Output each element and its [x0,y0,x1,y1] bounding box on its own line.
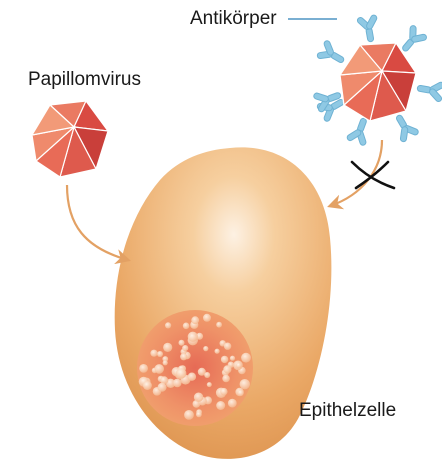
nucleus-bubble [191,316,199,324]
nucleus-bubble [220,388,227,395]
infection-arrow [67,185,128,260]
nucleus-bubble [204,372,210,378]
nucleus-bubble [182,345,188,351]
nucleus-bubble [154,364,164,374]
antibody-icon [415,77,442,103]
antibody-label: Antikörper [190,9,277,28]
nucleus-bubble [180,353,187,360]
nucleus-bubble [157,351,163,357]
nucleus-bubble [207,382,212,387]
papillomavirus-label: Papillomvirus [28,70,141,89]
nucleus-bubble [163,343,172,352]
nucleus-bubble [183,323,190,330]
nucleus-bubble [230,356,235,361]
nucleus-bubble [173,379,182,388]
nucleus-bubble [188,373,196,381]
nucleus-bubble [184,410,194,420]
antibody-coated-virus-icon [311,13,442,147]
nucleus-bubble [158,383,167,392]
nucleus-bubble [222,375,230,383]
nucleus-bubble [176,368,186,378]
nucleus-bubble [223,365,231,373]
antibody-icon [315,38,349,70]
nucleus-bubble [150,350,157,357]
nucleus-bubble [194,393,203,402]
blocked-cross-icon [352,162,394,188]
nucleus-bubble [237,390,243,396]
nucleus-bubble [221,356,228,363]
nucleus-bubble [240,379,250,389]
nucleus-bubble [179,340,185,346]
nucleus-bubble [203,314,211,322]
nucleus-bubble [196,412,202,418]
nucleus-bubble [188,332,198,342]
nucleus-bubble [241,353,251,363]
nucleus-bubble [224,343,231,350]
nucleus-bubble [165,322,171,328]
nucleus-bubble [216,401,225,410]
cell-nucleus [137,310,253,426]
nucleus-bubble [228,399,237,408]
epithelial-cell-label: Epithelzelle [299,401,396,420]
nucleus-bubble [216,322,222,328]
antibody-icon [356,13,382,43]
nucleus-bubble [163,360,168,365]
nucleus-bubble [203,346,208,351]
papillomavirus-icon [32,101,108,177]
nucleus-bubble [143,381,152,390]
nucleus-bubble [215,349,220,354]
antibody-icon [388,110,420,144]
nucleus-bubble [139,364,148,373]
nucleus-bubble [236,363,242,369]
